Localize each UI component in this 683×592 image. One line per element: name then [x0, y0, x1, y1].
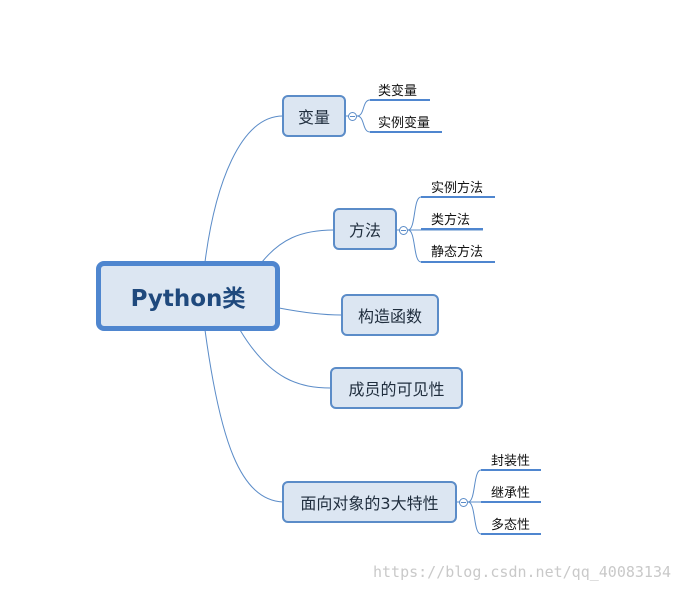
branch-node-constructor[interactable]: 构造函数: [341, 294, 439, 336]
branch-label: 构造函数: [357, 307, 422, 326]
connector-root-mianxiang: [204, 329, 284, 503]
branch-label: 面向对象的3大特性: [300, 494, 439, 513]
connector-root-fangfa: [261, 229, 335, 263]
leaf-underline: [481, 501, 541, 503]
branch-node-variables[interactable]: 变量: [282, 95, 346, 137]
branch-node-member-visibility[interactable]: 成员的可见性: [330, 367, 463, 409]
leaf-underline: [421, 228, 483, 230]
connector-root-gouzao: [278, 307, 342, 316]
branch-label: 成员的可见性: [348, 380, 445, 399]
leaf-instance-variable[interactable]: 实例变量: [378, 116, 431, 131]
connector-root-chengyuan: [239, 329, 332, 389]
leaf-underline: [481, 533, 541, 535]
leaf-inheritance[interactable]: 继承性: [491, 486, 531, 501]
watermark: https://blog.csdn.net/qq_40083134: [372, 563, 671, 581]
leaf-polymorphism[interactable]: 多态性: [491, 518, 531, 533]
branch-node-methods[interactable]: 方法: [333, 208, 397, 250]
leaf-class-variable[interactable]: 类变量: [378, 84, 418, 99]
collapse-toggle-oop-features[interactable]: [459, 498, 468, 507]
root-node[interactable]: Python类: [96, 261, 280, 331]
branch-label: 变量: [297, 108, 330, 127]
connector-root-bianliang: [204, 115, 284, 263]
leaf-underline: [421, 261, 495, 263]
branch-node-oop-features[interactable]: 面向对象的3大特性: [282, 481, 457, 523]
leaf-underline: [481, 469, 541, 471]
leaf-underline: [421, 196, 495, 198]
leaf-underline: [370, 131, 442, 133]
collapse-toggle-variables[interactable]: [348, 112, 357, 121]
root-label: Python类: [130, 286, 246, 312]
leaf-class-method[interactable]: 类方法: [431, 213, 471, 228]
leaf-underline: [370, 99, 430, 101]
leaf-instance-method[interactable]: 实例方法: [431, 181, 484, 196]
branch-label: 方法: [348, 221, 381, 240]
leaf-static-method[interactable]: 静态方法: [431, 245, 484, 260]
collapse-toggle-methods[interactable]: [399, 226, 408, 235]
leaf-encapsulation[interactable]: 封装性: [491, 454, 531, 469]
